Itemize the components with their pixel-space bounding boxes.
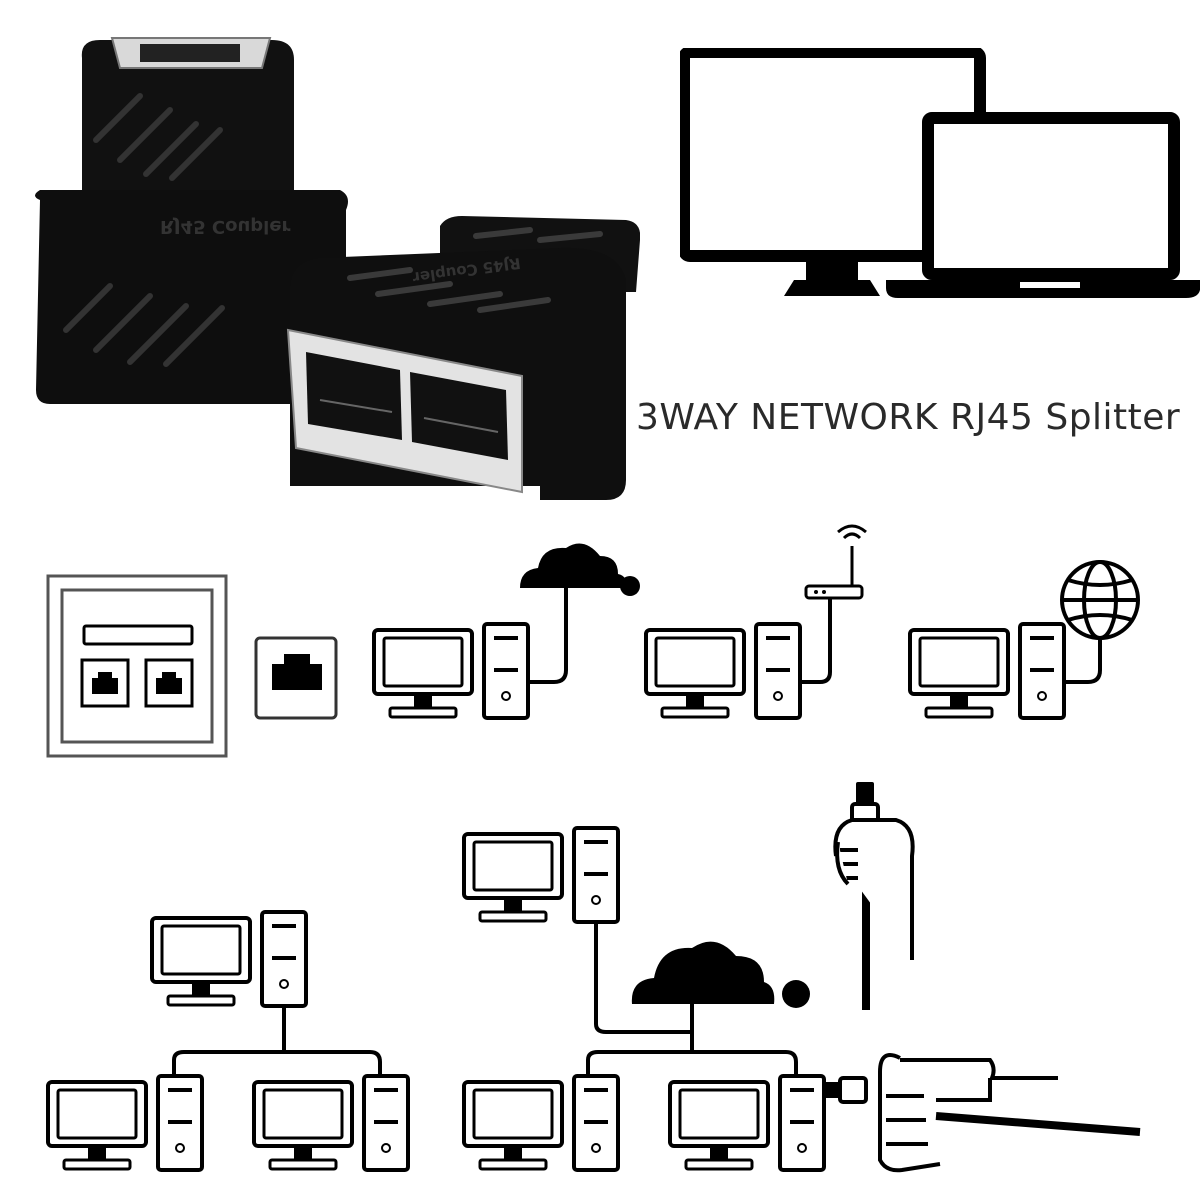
cable-line bbox=[800, 598, 832, 684]
cloud-icon bbox=[520, 543, 627, 588]
computer-icon bbox=[372, 622, 530, 720]
rj45-port-icon bbox=[254, 636, 338, 720]
network-lines bbox=[586, 922, 798, 1076]
computer-icon bbox=[46, 1074, 204, 1172]
computer-icon bbox=[908, 622, 1066, 720]
cloud-icon bbox=[631, 941, 775, 1004]
computer-icon bbox=[462, 826, 620, 924]
wall-socket-icon bbox=[46, 574, 228, 758]
cloud-dot bbox=[782, 980, 810, 1008]
usage-row-bottom bbox=[46, 782, 1141, 1173]
hand-holding-cable-icon bbox=[833, 782, 915, 1010]
monitor-laptop-illustration bbox=[680, 48, 1200, 298]
globe-icon bbox=[1060, 560, 1140, 640]
hand-plugging-cable-icon bbox=[822, 1053, 1141, 1173]
network-lines bbox=[172, 1006, 382, 1076]
front-coupler: RJ45 Coupler bbox=[286, 216, 640, 500]
usage-row-top bbox=[46, 524, 1140, 758]
product-photo: RJ45 Coupler RJ45 Coupler bbox=[35, 37, 640, 500]
computer-icon bbox=[462, 1074, 620, 1172]
computer-icon bbox=[150, 910, 308, 1008]
computer-icon bbox=[668, 1074, 826, 1172]
router-icon bbox=[804, 546, 864, 600]
wifi-icon bbox=[837, 524, 867, 540]
housing-label-rear: RJ45 Coupler bbox=[160, 216, 291, 237]
product-title: 3WAY NETWORK RJ45 Splitter bbox=[636, 397, 1181, 438]
computer-icon bbox=[252, 1074, 410, 1172]
rear-coupler: RJ45 Coupler bbox=[35, 37, 348, 404]
cable-line bbox=[528, 588, 568, 684]
cloud-dot bbox=[620, 576, 640, 596]
computer-icon bbox=[644, 622, 802, 720]
laptop-icon bbox=[886, 112, 1200, 298]
cable-line bbox=[1064, 638, 1102, 684]
